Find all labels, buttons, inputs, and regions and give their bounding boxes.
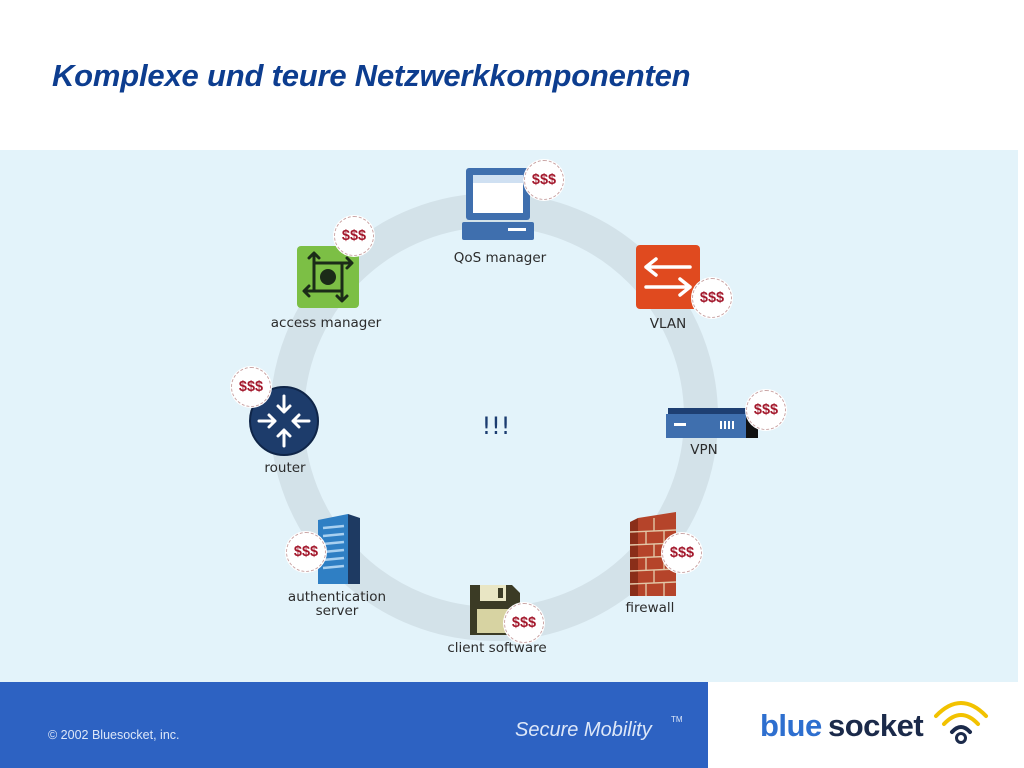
- center-exclamation: !!!: [481, 412, 511, 440]
- label-router: router: [264, 460, 306, 476]
- price-tag-firewall: $$$: [662, 533, 702, 573]
- router-icon: [249, 386, 319, 456]
- logo-text-blue: blue: [760, 708, 822, 743]
- price-tag-auth: $$$: [286, 532, 326, 572]
- access-manager-icon: [297, 246, 359, 308]
- label-access-manager: access manager: [270, 315, 382, 331]
- copyright-text: © 2002 Bluesocket, inc.: [48, 728, 180, 742]
- footer-logo-area: [708, 682, 1024, 768]
- component-vlan: [636, 245, 700, 309]
- component-router: [249, 386, 319, 456]
- price-tag-qos: $$$: [524, 160, 564, 200]
- monitor-icon: [462, 168, 534, 240]
- price-tag-access: $$$: [334, 216, 374, 256]
- component-access-manager: [297, 246, 359, 308]
- trademark-mark: TM: [671, 715, 683, 724]
- component-authentication-server: [316, 512, 362, 584]
- label-vlan: VLAN: [649, 316, 687, 332]
- slide-title: Komplexe und teure Netzwerkkomponenten: [52, 58, 691, 93]
- component-qos-manager: [462, 166, 534, 244]
- component-firewall: [628, 512, 680, 596]
- wireless-signal-icon: [934, 701, 988, 744]
- brick-wall-icon: [629, 512, 677, 596]
- label-client-software: client software: [447, 640, 547, 656]
- label-firewall: firewall: [625, 600, 675, 616]
- label-vpn: VPN: [690, 442, 718, 458]
- label-server: server: [315, 603, 359, 619]
- label-authentication-server: authentication server: [268, 590, 406, 618]
- price-tag-vlan: $$$: [692, 278, 732, 318]
- switch-arrows-icon: [636, 245, 700, 309]
- label-authentication: authentication: [287, 589, 387, 605]
- tagline-text: Secure Mobility: [515, 719, 652, 741]
- label-qos-manager: QoS manager: [453, 250, 547, 266]
- server-rack-icon: [318, 514, 360, 584]
- logo-text-socket: socket: [828, 708, 924, 743]
- price-tag-client: $$$: [504, 603, 544, 643]
- price-tag-router: $$$: [231, 367, 271, 407]
- price-tag-vpn: $$$: [746, 390, 786, 430]
